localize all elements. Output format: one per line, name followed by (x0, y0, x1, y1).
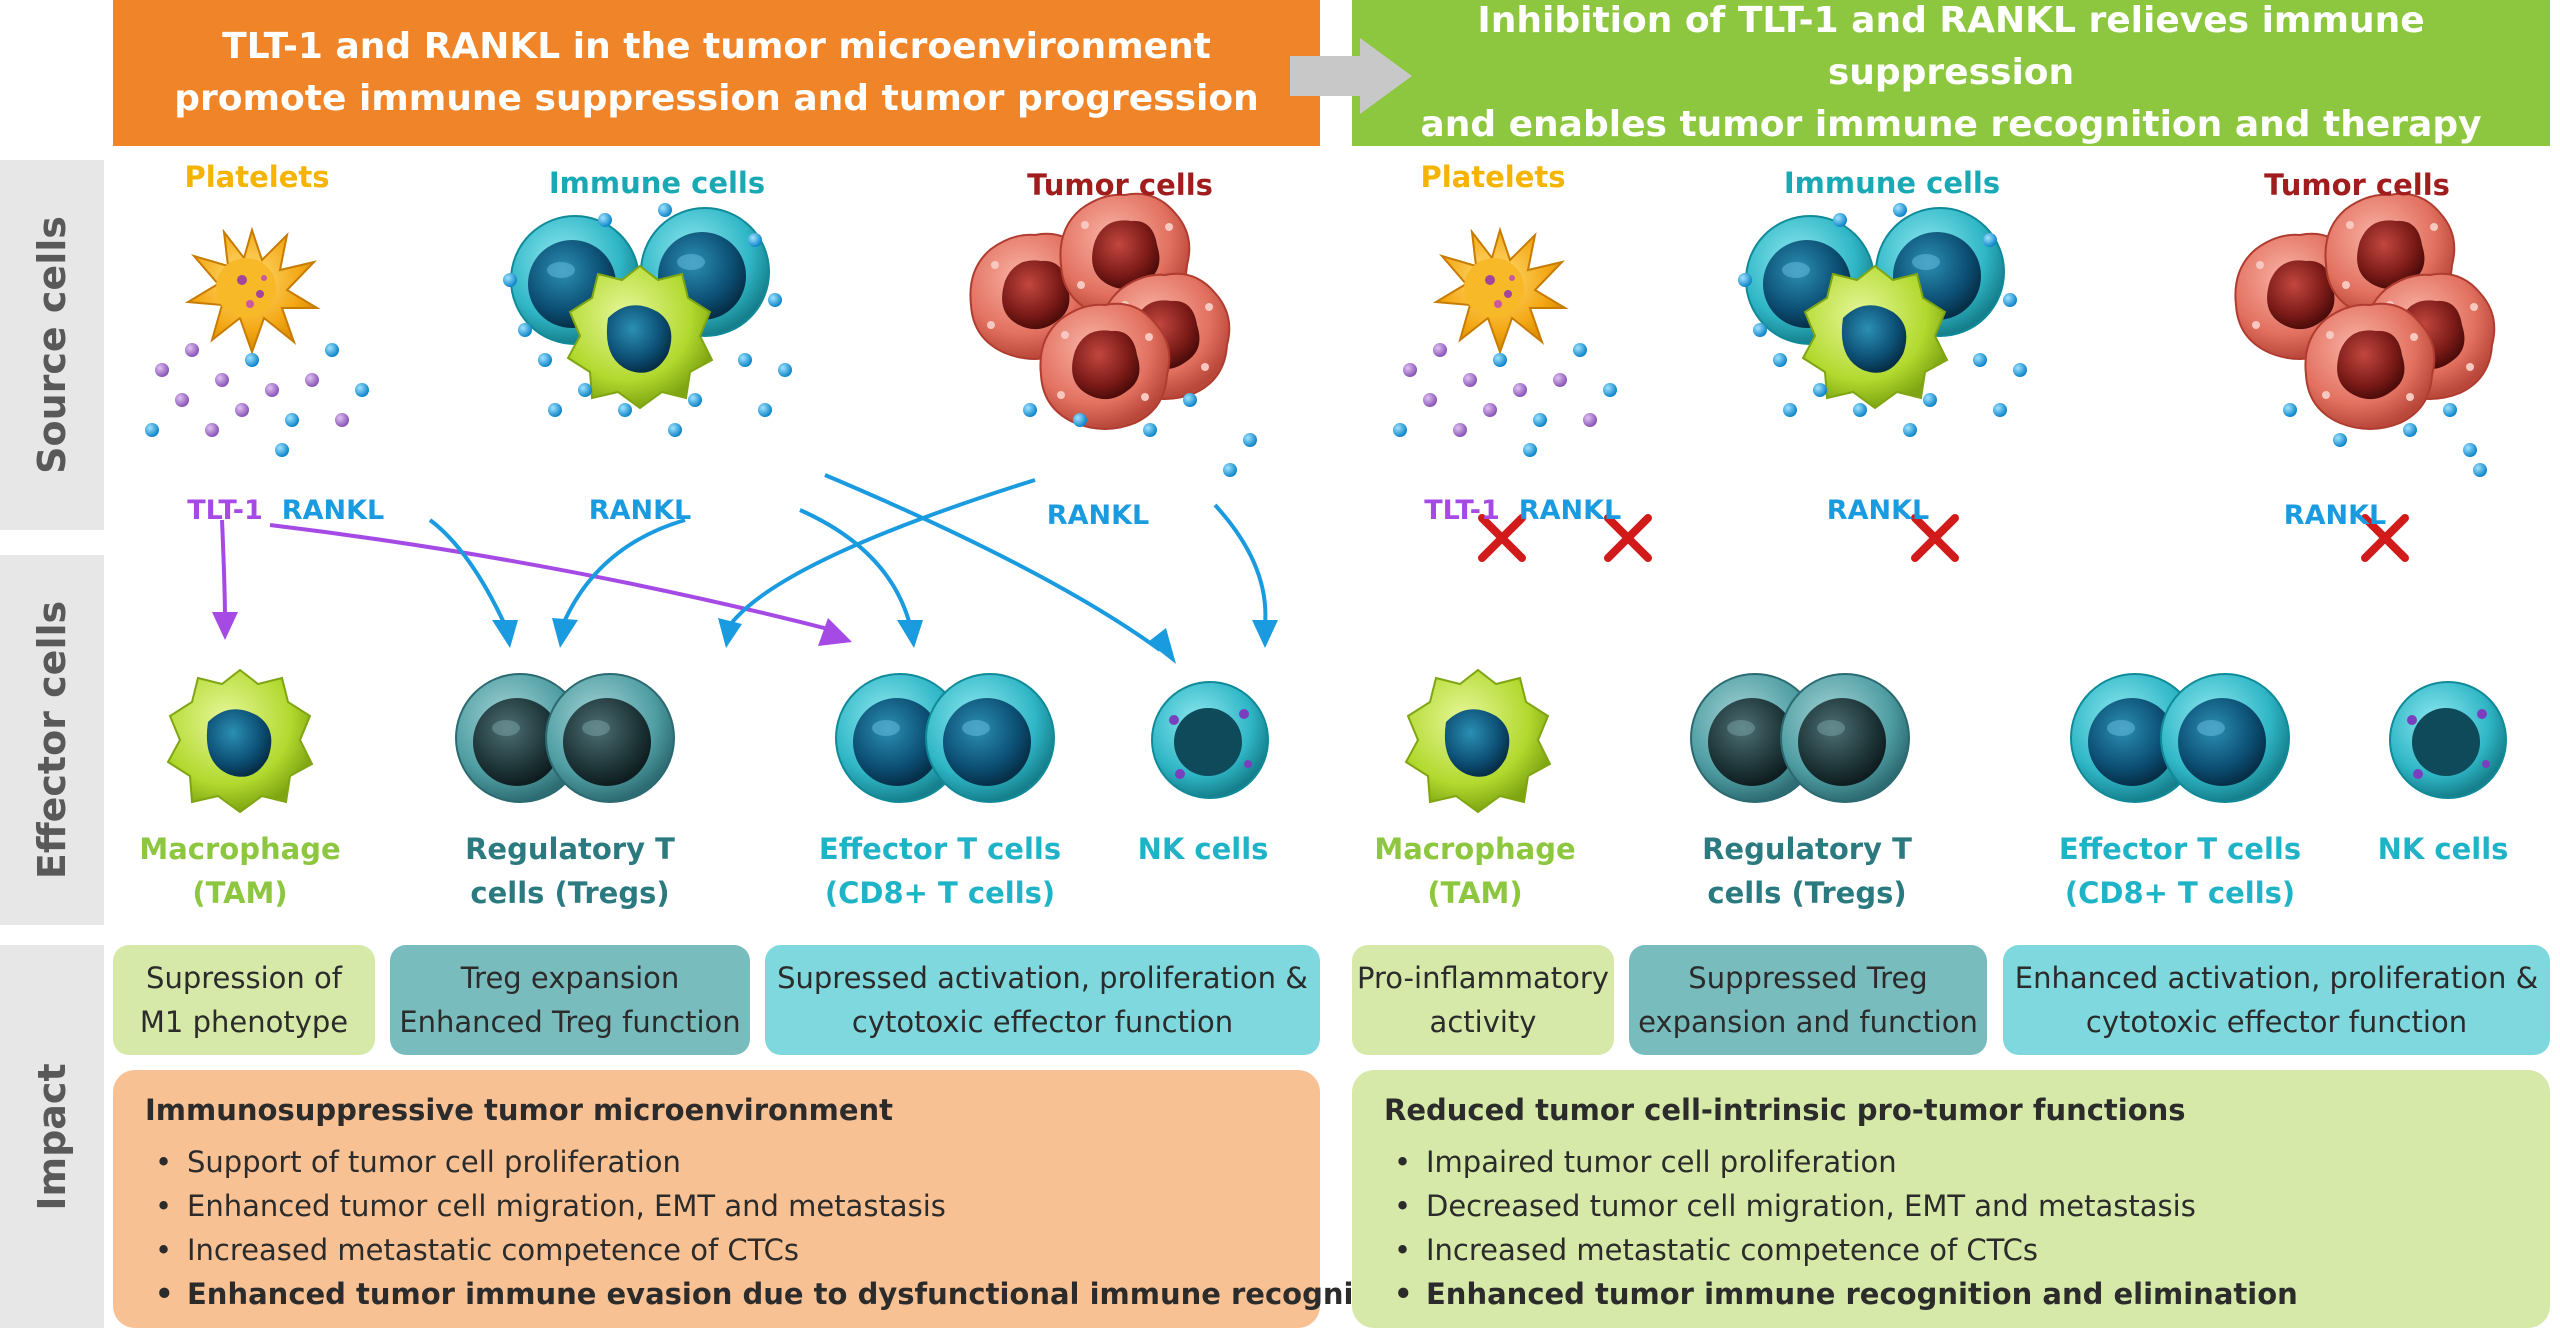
left-summary-title: Immunosuppressive tumor microenvironment (145, 1093, 894, 1127)
left-signaling-arrows (212, 473, 1278, 664)
right-tumor-cluster-illustration (2235, 194, 2494, 429)
left-effector-label-effector-t: Effector T cells (CD8+ T cells) (818, 832, 1062, 910)
left-impact-macrophage: Supression of M1 phenotype (113, 945, 375, 1055)
left-tlt1-label: TLT-1 (187, 495, 263, 526)
right-effector-label-effector-t: Effector T cells (CD8+ T cells) (2058, 832, 2302, 910)
left-source-label-tumor: Tumor cells (1027, 168, 1213, 202)
left-rankl-platelet-label: RANKL (281, 495, 385, 526)
right-summary-title: Reduced tumor cell-intrinsic pro-tumor f… (1384, 1093, 2186, 1127)
left-impact-treg: Treg expansion Enhanced Treg function (390, 945, 750, 1055)
right-platelet-illustration (1393, 230, 1617, 457)
right-macrophage-illustration (1405, 669, 1551, 813)
right-effector-label-macrophage: Macrophage (TAM) (1374, 832, 1576, 910)
right-impact-treg: Suppressed Treg expansion and function (1629, 945, 1987, 1055)
list-item: Decreased tumor cell migration, EMT and … (1394, 1184, 2518, 1228)
right-immune-cluster-illustration (1738, 203, 2027, 437)
right-header: Inhibition of TLT-1 and RANKL relieves i… (1352, 0, 2550, 146)
left-effector-label-treg: Regulatory T cells (Tregs) (465, 832, 675, 910)
right-summary-box: Reduced tumor cell-intrinsic pro-tumor f… (1352, 1070, 2550, 1328)
right-header-line1: Inhibition of TLT-1 and RANKL relieves i… (1477, 0, 2425, 93)
left-platelet-illustration (145, 230, 369, 457)
left-effector-t-illustration (835, 673, 1055, 803)
right-effector-t-illustration (2070, 673, 2290, 803)
left-summary-list: Support of tumor cell proliferation Enha… (145, 1140, 1418, 1316)
left-immune-cluster-illustration (503, 203, 792, 437)
left-source-label-immune: Immune cells (548, 166, 766, 200)
left-treg-illustration (455, 673, 675, 803)
right-header-line2: and enables tumor immune recognition and… (1420, 104, 2482, 145)
left-source-label-platelets: Platelets (184, 160, 330, 194)
right-treg-illustration (1690, 673, 1910, 803)
right-summary-list: Impaired tumor cell proliferation Decrea… (1384, 1140, 2518, 1316)
right-tumor-ranks-dots (2283, 403, 2487, 477)
right-source-label-tumor: Tumor cells (2264, 168, 2450, 202)
right-source-label-platelets: Platelets (1420, 160, 1566, 194)
list-item: Impaired tumor cell proliferation (1394, 1140, 2518, 1184)
left-effector-label-macrophage: Macrophage (TAM) (139, 832, 341, 910)
left-effector-label-nk: NK cells (1137, 832, 1269, 866)
right-effector-label-treg: Regulatory T cells (Tregs) (1702, 832, 1912, 910)
left-header-line1: TLT-1 and RANKL in the tumor microenviro… (222, 26, 1211, 67)
right-source-label-immune: Immune cells (1783, 166, 2001, 200)
list-item: Enhanced tumor cell migration, EMT and m… (155, 1184, 1288, 1228)
list-item: Increased metastatic competence of CTCs (155, 1228, 1288, 1272)
right-impact-effector: Enhanced activation, proliferation & cyt… (2003, 945, 2550, 1055)
row-label-impact: Impact (0, 945, 104, 1328)
row-label-source: Source cells (0, 160, 104, 530)
left-rankl-tumor-label: RANKL (1046, 500, 1150, 531)
list-item: Increased metastatic competence of CTCs (1394, 1228, 2518, 1272)
list-item: Enhanced tumor immune evasion due to dys… (155, 1272, 1418, 1316)
left-impact-effector: Supressed activation, proliferation & cy… (765, 945, 1320, 1055)
list-item: Enhanced tumor immune recognition and el… (1394, 1272, 2518, 1316)
right-impact-macrophage: Pro-inflammatory activity (1352, 945, 1614, 1055)
right-rankl-tumor-label: RANKL (2283, 500, 2387, 531)
list-item: Support of tumor cell proliferation (155, 1140, 1288, 1184)
left-header: TLT-1 and RANKL in the tumor microenviro… (113, 0, 1320, 146)
left-tumor-ranks-dots (1023, 393, 1257, 477)
left-macrophage-illustration (167, 669, 313, 813)
right-nk-illustration (2389, 681, 2507, 799)
row-label-effector: Effector cells (0, 555, 104, 925)
left-rankl-immune-label: RANKL (588, 495, 692, 526)
left-header-line2: promote immune suppression and tumor pro… (174, 78, 1259, 119)
right-arrow-icon (1290, 38, 1412, 114)
right-tlt1-label: TLT-1 (1424, 495, 1500, 526)
left-summary-box: Immunosuppressive tumor microenvironment… (113, 1070, 1418, 1328)
left-nk-illustration (1151, 681, 1269, 799)
right-rankl-immune-label: RANKL (1826, 495, 1930, 526)
right-rankl-platelet-label: RANKL (1518, 495, 1622, 526)
right-effector-label-nk: NK cells (2377, 832, 2509, 866)
